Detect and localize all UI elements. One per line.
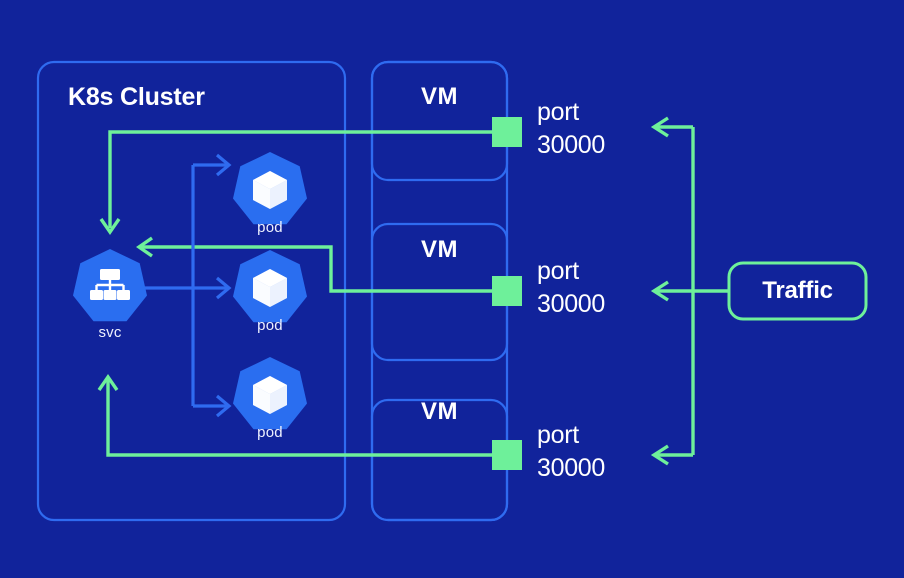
port-square-3 — [492, 440, 522, 470]
kubernetes-service-icon — [73, 249, 147, 322]
pod-label-1: pod — [257, 219, 283, 236]
port-label-3: port 30000 — [537, 421, 605, 483]
pod-label-2: pod — [257, 317, 283, 334]
vm-label-2: VM — [421, 236, 458, 263]
green-arrowhead-port-2 — [650, 280, 669, 302]
port-square-2 — [492, 276, 522, 306]
port-label-1-line2: 30000 — [537, 130, 606, 159]
port-label-1-line1: port — [537, 98, 579, 126]
port-label-1: port 30000 — [537, 98, 605, 160]
kubernetes-pod-icon-3 — [233, 357, 307, 430]
port-label-2-line1: port — [537, 257, 579, 285]
green-arrowhead-port-3 — [650, 444, 669, 466]
port-label-3-line2: 30000 — [537, 453, 606, 482]
vm-box-1 — [370, 60, 509, 182]
green-path-vm1-to-svc — [108, 130, 492, 228]
port-square-1 — [492, 117, 522, 147]
kubernetes-pod-icon-1 — [233, 152, 307, 225]
kubernetes-pod-icon-2 — [233, 250, 307, 323]
traffic-label: Traffic — [762, 277, 833, 304]
vm-label-3: VM — [421, 398, 458, 425]
green-path-vm2-to-svc — [140, 245, 492, 293]
port-label-2-line2: 30000 — [537, 289, 606, 318]
port-label-2: port 30000 — [537, 257, 605, 319]
green-arrowhead-up-svc — [97, 374, 119, 391]
vm-label-1: VM — [421, 83, 458, 110]
port-label-3-line1: port — [537, 421, 579, 449]
traffic-box[interactable] — [727, 261, 868, 321]
k8s-cluster-title: K8s Cluster — [68, 83, 205, 111]
green-arrowhead-down-svc — [99, 218, 121, 235]
blue-arrowhead-pod-3 — [215, 394, 232, 418]
blue-arrowhead-pod-1 — [215, 153, 232, 177]
blue-arrowhead-pod-2 — [215, 276, 232, 300]
svc-label: svc — [98, 324, 122, 341]
green-path-vm3-to-svc — [106, 380, 492, 457]
pod-label-3: pod — [257, 424, 283, 441]
green-arrowhead-port-1 — [650, 116, 669, 138]
green-arrowhead-left-svc — [136, 236, 153, 258]
